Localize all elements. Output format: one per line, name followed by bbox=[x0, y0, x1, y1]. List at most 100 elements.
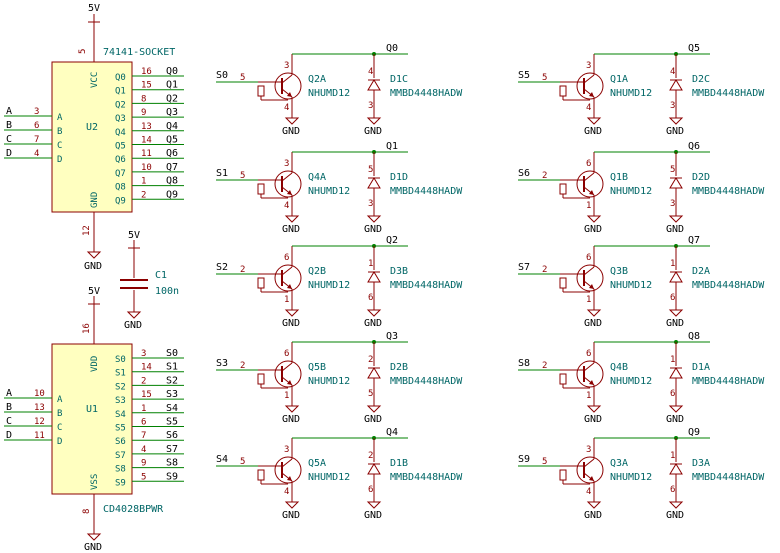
npn-digital-transistor-icon bbox=[559, 264, 604, 293]
output-pin-number: 6 bbox=[141, 418, 146, 428]
output-pin-number: 9 bbox=[141, 459, 146, 469]
u1-ref: U1 bbox=[86, 404, 98, 415]
channel-input-label: S4 bbox=[216, 454, 228, 465]
diode-gnd-label: GND bbox=[364, 318, 382, 329]
transistor-part: NHUMD12 bbox=[308, 88, 350, 99]
ground-icon bbox=[586, 117, 602, 125]
ground-icon bbox=[668, 215, 684, 223]
transistor-part: NHUMD12 bbox=[610, 376, 652, 387]
collector-pin-number: 3 bbox=[586, 61, 591, 71]
output-net-label: Q3 bbox=[166, 107, 178, 118]
npn-digital-transistor-icon bbox=[559, 360, 604, 389]
emitter-pin-number: 1 bbox=[586, 295, 591, 305]
channel-output-label: Q0 bbox=[386, 43, 398, 54]
output-net-label: S5 bbox=[166, 417, 178, 428]
diode-gnd-label: GND bbox=[666, 224, 684, 235]
diode-bottom-pin: 6 bbox=[368, 485, 373, 495]
diode-gnd-label: GND bbox=[666, 318, 684, 329]
diode-top-pin: 2 bbox=[368, 451, 373, 461]
output-pin-number: 4 bbox=[141, 445, 146, 455]
output-net-label: Q4 bbox=[166, 121, 178, 132]
ground-icon bbox=[86, 533, 102, 541]
emitter-pin-number: 4 bbox=[284, 103, 289, 113]
transistor-gnd-label: GND bbox=[282, 318, 300, 329]
c1-capacitor[interactable]: 5V GND C1 100n bbox=[120, 230, 179, 331]
channel-output-label: Q5 bbox=[688, 43, 700, 54]
transistor-gnd-label: GND bbox=[282, 510, 300, 521]
channel-input-label: S2 bbox=[216, 262, 228, 273]
transistor-gnd-label: GND bbox=[282, 224, 300, 235]
diode-ref: D3A bbox=[692, 458, 710, 469]
ground-icon bbox=[586, 405, 602, 413]
base-pin-number: 2 bbox=[542, 171, 547, 181]
c1-ref: C1 bbox=[155, 270, 167, 281]
output-pin-number: 15 bbox=[141, 81, 152, 91]
output-pin-name: S2 bbox=[115, 382, 126, 392]
diode-top-pin: 2 bbox=[368, 355, 373, 365]
emitter-pin-number: 4 bbox=[284, 201, 289, 211]
npn-digital-transistor-icon bbox=[559, 72, 604, 101]
input-pin-number: 7 bbox=[34, 135, 39, 145]
output-pin-number: 1 bbox=[141, 177, 146, 187]
output-pin-number: 14 bbox=[141, 136, 152, 146]
diode-top-pin: 4 bbox=[670, 67, 675, 77]
output-net-label: Q5 bbox=[166, 135, 178, 146]
diode-icon bbox=[367, 79, 381, 91]
diode-ref: D1B bbox=[390, 458, 408, 469]
diode-gnd-label: GND bbox=[364, 414, 382, 425]
diode-top-pin: 5 bbox=[368, 165, 373, 175]
diode-gnd-label: GND bbox=[666, 414, 684, 425]
ground-icon bbox=[366, 501, 382, 509]
output-pin-name: Q1 bbox=[115, 87, 126, 97]
ground-icon bbox=[366, 117, 382, 125]
u2-gnd-label: GND bbox=[90, 192, 100, 208]
input-net-label: D bbox=[6, 148, 12, 159]
u2-vcc-pin: 5 bbox=[78, 49, 88, 54]
channel-output-label: Q4 bbox=[386, 427, 398, 438]
ground-icon bbox=[366, 405, 382, 413]
diode-icon bbox=[669, 271, 683, 283]
diode-ref: D3B bbox=[390, 266, 408, 277]
